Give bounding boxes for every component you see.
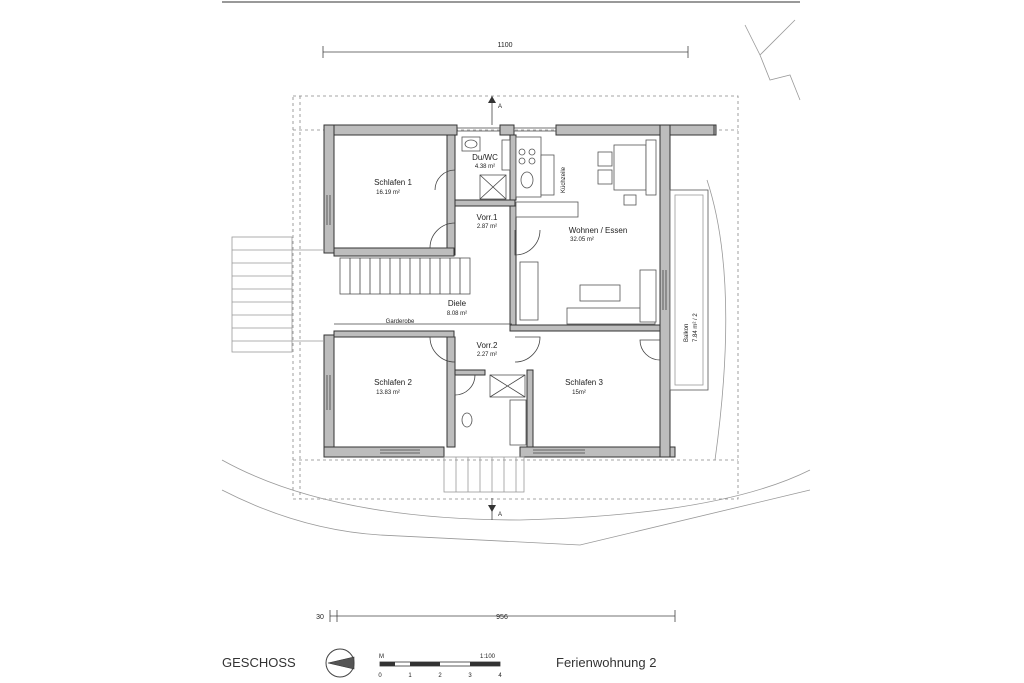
svg-text:Du/WC: Du/WC	[472, 153, 498, 162]
room-vorr2: Vorr.2 2.27 m²	[477, 341, 498, 358]
svg-text:Vorr.1: Vorr.1	[477, 213, 498, 222]
project-title: Ferienwohnung 2	[556, 655, 656, 670]
svg-text:Schlafen 3: Schlafen 3	[565, 378, 603, 387]
svg-text:13.83 m²: 13.83 m²	[376, 390, 400, 396]
section-marker-bottom: A	[488, 498, 502, 520]
living-furniture	[519, 139, 657, 325]
svg-text:15m²: 15m²	[572, 390, 586, 396]
room-garderobe: Garderobe	[386, 319, 415, 325]
room-diele: Diele 8.08 m²	[447, 299, 467, 317]
svg-text:0: 0	[378, 673, 382, 679]
bathroom-fixtures	[461, 136, 527, 446]
svg-text:A: A	[498, 104, 502, 110]
svg-text:1: 1	[408, 673, 412, 679]
top-dimension: 1100	[322, 42, 689, 58]
top-dimension-label: 1100	[497, 42, 512, 49]
bottom-steps	[443, 456, 525, 493]
svg-text:Balkon: Balkon	[684, 324, 690, 342]
svg-text:3: 3	[468, 673, 472, 679]
svg-text:32.05 m²: 32.05 m²	[570, 237, 594, 243]
svg-text:Schlafen 2: Schlafen 2	[374, 378, 412, 387]
bottom-dimension-label: 956	[496, 614, 508, 621]
svg-text:2.87 m²: 2.87 m²	[477, 224, 497, 230]
site-lines	[221, 19, 811, 546]
room-balkon: Balkon 7.84 m² / 2	[684, 313, 699, 342]
svg-text:7.84 m² / 2: 7.84 m² / 2	[693, 313, 699, 342]
balcony	[669, 189, 709, 391]
doors	[429, 169, 661, 396]
room-kuechenzeile: Küchzeile	[561, 166, 567, 193]
svg-text:4.38 m²: 4.38 m²	[475, 164, 495, 170]
svg-text:Garderobe: Garderobe	[386, 319, 415, 325]
room-vorr1: Vorr.1 2.87 m²	[477, 213, 498, 230]
scale-bar: M 1:100 0 1 2 3 4	[378, 654, 502, 679]
svg-text:Küchzeile: Küchzeile	[561, 166, 567, 193]
svg-text:16.19 m²: 16.19 m²	[376, 190, 400, 196]
svg-text:4: 4	[498, 673, 502, 679]
svg-text:1:100: 1:100	[480, 654, 496, 660]
svg-text:Schlafen 1: Schlafen 1	[374, 178, 412, 187]
room-schlafen2: Schlafen 2 13.83 m²	[374, 378, 412, 396]
svg-text:Vorr.2: Vorr.2	[477, 341, 498, 350]
svg-text:8.08 m²: 8.08 m²	[447, 311, 467, 317]
section-marker-top: A	[488, 96, 502, 125]
svg-text:Wohnen / Essen: Wohnen / Essen	[569, 226, 628, 235]
svg-text:2.27 m²: 2.27 m²	[477, 352, 497, 358]
bottom-dimension: 956 30	[316, 610, 676, 622]
room-schlafen3: Schlafen 3 15m²	[565, 378, 603, 396]
exterior-stair	[231, 236, 324, 353]
room-duwc: Du/WC 4.38 m²	[472, 153, 498, 170]
svg-text:2: 2	[438, 673, 442, 679]
bottom-left-dimension-label: 30	[316, 614, 324, 621]
north-arrow-icon	[325, 648, 355, 678]
interior-walls	[333, 134, 661, 448]
staircase	[334, 257, 512, 325]
windows	[326, 127, 667, 454]
floor-label: GESCHOSS	[222, 655, 296, 670]
svg-text:Diele: Diele	[448, 299, 467, 308]
svg-text:M: M	[379, 654, 384, 660]
room-schlafen1: Schlafen 1 16.19 m²	[374, 178, 412, 196]
room-wohnen: Wohnen / Essen 32.05 m²	[569, 226, 628, 243]
kitchen	[515, 136, 579, 218]
svg-text:A: A	[498, 512, 502, 518]
